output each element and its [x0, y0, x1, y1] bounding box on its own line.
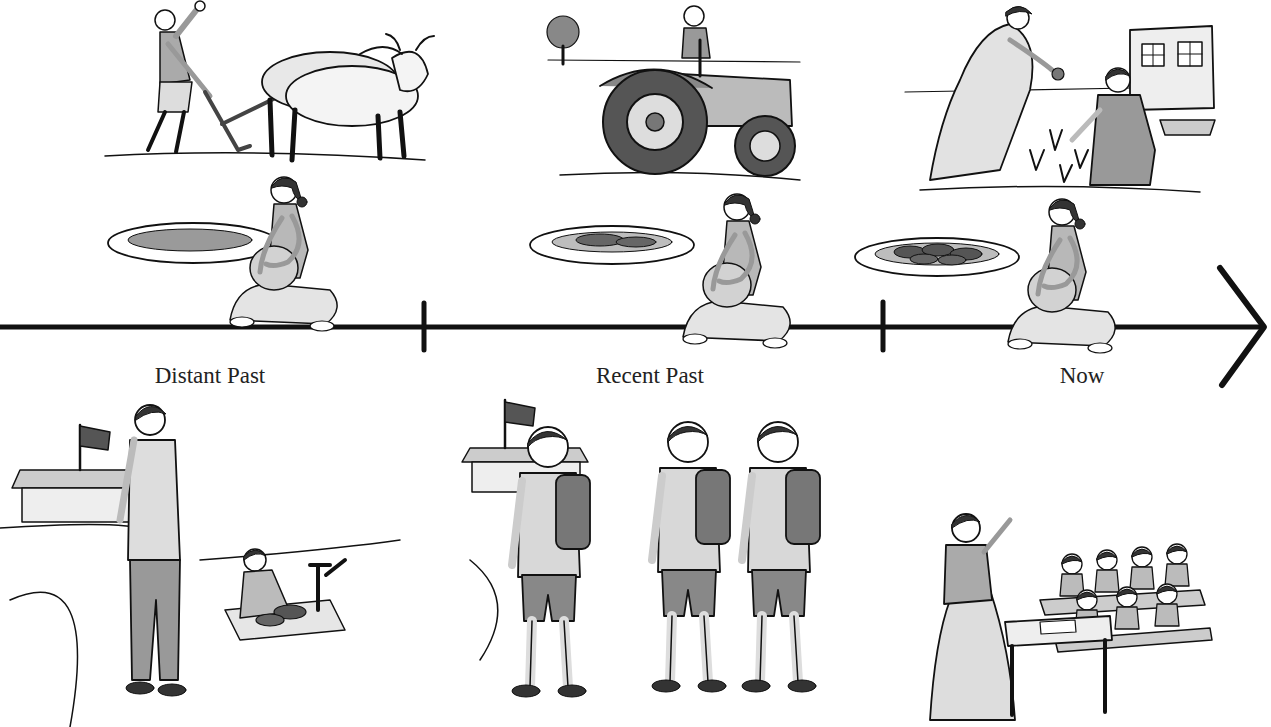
pregnant-woman: [230, 177, 337, 331]
children-walking: [462, 400, 820, 697]
pregnant-woman: [1008, 199, 1115, 353]
tractor-scene: [547, 6, 800, 180]
garden-scene: [905, 6, 1215, 192]
food-bowl: [530, 226, 694, 264]
pregnant-woman: [683, 194, 790, 348]
food-bowl: [855, 238, 1019, 276]
timeline-label: Now: [932, 362, 1232, 390]
timeline-label: Recent Past: [500, 362, 800, 390]
timeline-label: Distant Past: [60, 362, 360, 390]
school-scene: [0, 405, 400, 727]
classroom: [930, 514, 1212, 720]
plough-scene: [105, 1, 434, 160]
